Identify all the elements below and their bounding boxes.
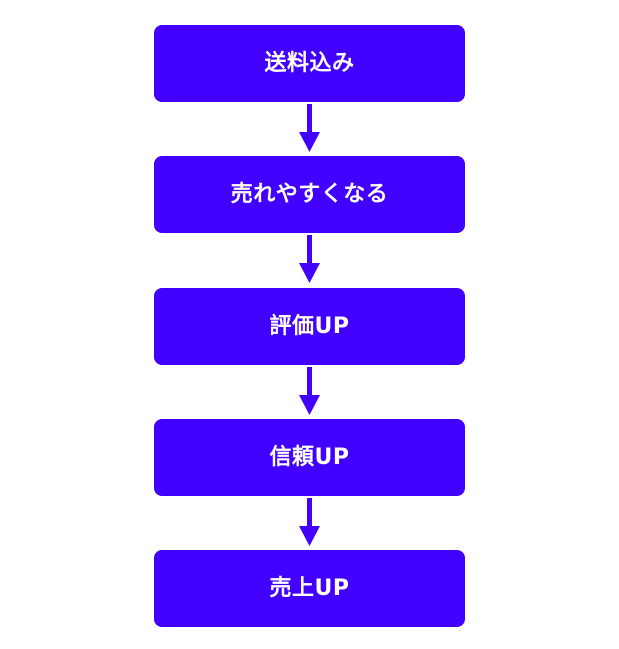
flow-step-shipping-included: 送料込み: [154, 25, 465, 102]
flow-step-label: 送料込み: [264, 50, 355, 76]
flow-step-sales-up: 売上UP: [154, 550, 465, 627]
arrow-down-icon: [299, 235, 320, 283]
flow-step-rating-up: 評価UP: [154, 288, 465, 365]
arrow-down-icon: [299, 367, 320, 415]
arrow-down-icon: [299, 498, 320, 546]
arrow-down-icon: [299, 104, 320, 152]
flow-step-label: 売上UP: [269, 575, 350, 601]
flow-step-trust-up: 信頼UP: [154, 419, 465, 496]
flow-step-label: 売れやすくなる: [230, 181, 389, 207]
flow-step-label: 評価UP: [269, 313, 350, 339]
flow-step-easier-to-sell: 売れやすくなる: [154, 156, 465, 233]
flow-step-label: 信頼UP: [269, 444, 350, 470]
